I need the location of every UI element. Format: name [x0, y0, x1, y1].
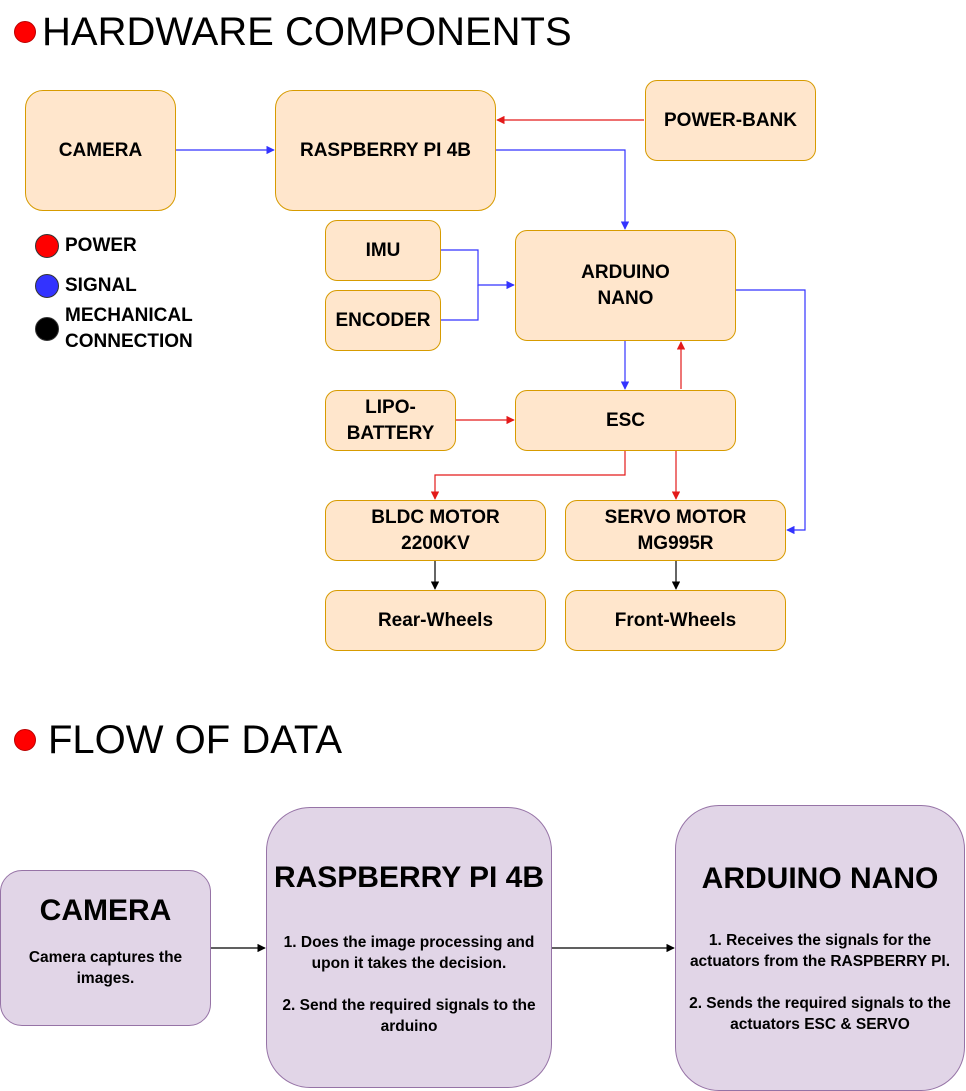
- esc-to-bldc-line: [430, 451, 626, 500]
- encoder-box: ENCODER: [325, 290, 441, 351]
- bldc-motor-box: BLDC MOTOR 2200KV: [325, 500, 546, 561]
- flow-arduino-title: ARDUINO NANO: [701, 862, 939, 895]
- flow-camera-title: CAMERA: [39, 894, 172, 927]
- hardware-heading-text: HARDWARE COMPONENTS: [42, 9, 572, 54]
- legend-signal-label: SIGNAL: [65, 275, 137, 296]
- imu-to-arduino-line: [441, 249, 515, 290]
- signal-dot-icon: [35, 274, 59, 298]
- arduino-to-servo-line: [736, 289, 806, 535]
- legend-mechanical-label: MECHANICAL CONNECTION: [65, 305, 193, 352]
- lipo-battery-box: LIPO- BATTERY: [325, 390, 456, 451]
- hardware-heading: HARDWARE COMPONENTS: [14, 10, 572, 54]
- flow-raspberry-title: RASPBERRY PI 4B: [273, 861, 545, 894]
- flow-arduino-desc: 1. Receives the signals for the actuator…: [689, 932, 951, 1033]
- raspberry-pi-box: RASPBERRY PI 4B: [275, 90, 496, 211]
- flow-camera-desc: Camera captures the images.: [28, 949, 183, 987]
- camera-box: CAMERA: [25, 90, 176, 211]
- flow-heading-text: FLOW OF DATA: [48, 717, 343, 762]
- raspberry-to-arduino-line: [496, 149, 630, 230]
- flow-heading: FLOW OF DATA: [14, 718, 342, 762]
- bullet-dot-icon: [14, 729, 36, 751]
- rear-wheels-box: Rear-Wheels: [325, 590, 546, 651]
- powerbank-box: POWER-BANK: [645, 80, 816, 161]
- arduino-nano-box: ARDUINO NANO: [515, 230, 736, 341]
- esc-box: ESC: [515, 390, 736, 451]
- flow-arduino-box: ARDUINO NANO 1. Receives the signals for…: [675, 805, 965, 1091]
- imu-box: IMU: [325, 220, 441, 281]
- servo-motor-box: SERVO MOTOR MG995R: [565, 500, 786, 561]
- flow-raspberry-box: RASPBERRY PI 4B 1. Does the image proces…: [266, 807, 552, 1088]
- legend-power-label: POWER: [65, 235, 137, 256]
- legend-signal: SIGNAL: [35, 273, 137, 299]
- bullet-dot-icon: [14, 21, 36, 43]
- encoder-to-arduino-line: [441, 285, 479, 321]
- flow-raspberry-desc: 1. Does the image processing and upon it…: [282, 934, 536, 1035]
- mechanical-dot-icon: [35, 317, 59, 341]
- front-wheels-box: Front-Wheels: [565, 590, 786, 651]
- flow-camera-box: CAMERA Camera captures the images.: [0, 870, 211, 1026]
- legend-mechanical: MECHANICAL CONNECTION: [35, 303, 193, 355]
- power-dot-icon: [35, 234, 59, 258]
- legend-power: POWER: [35, 233, 137, 259]
